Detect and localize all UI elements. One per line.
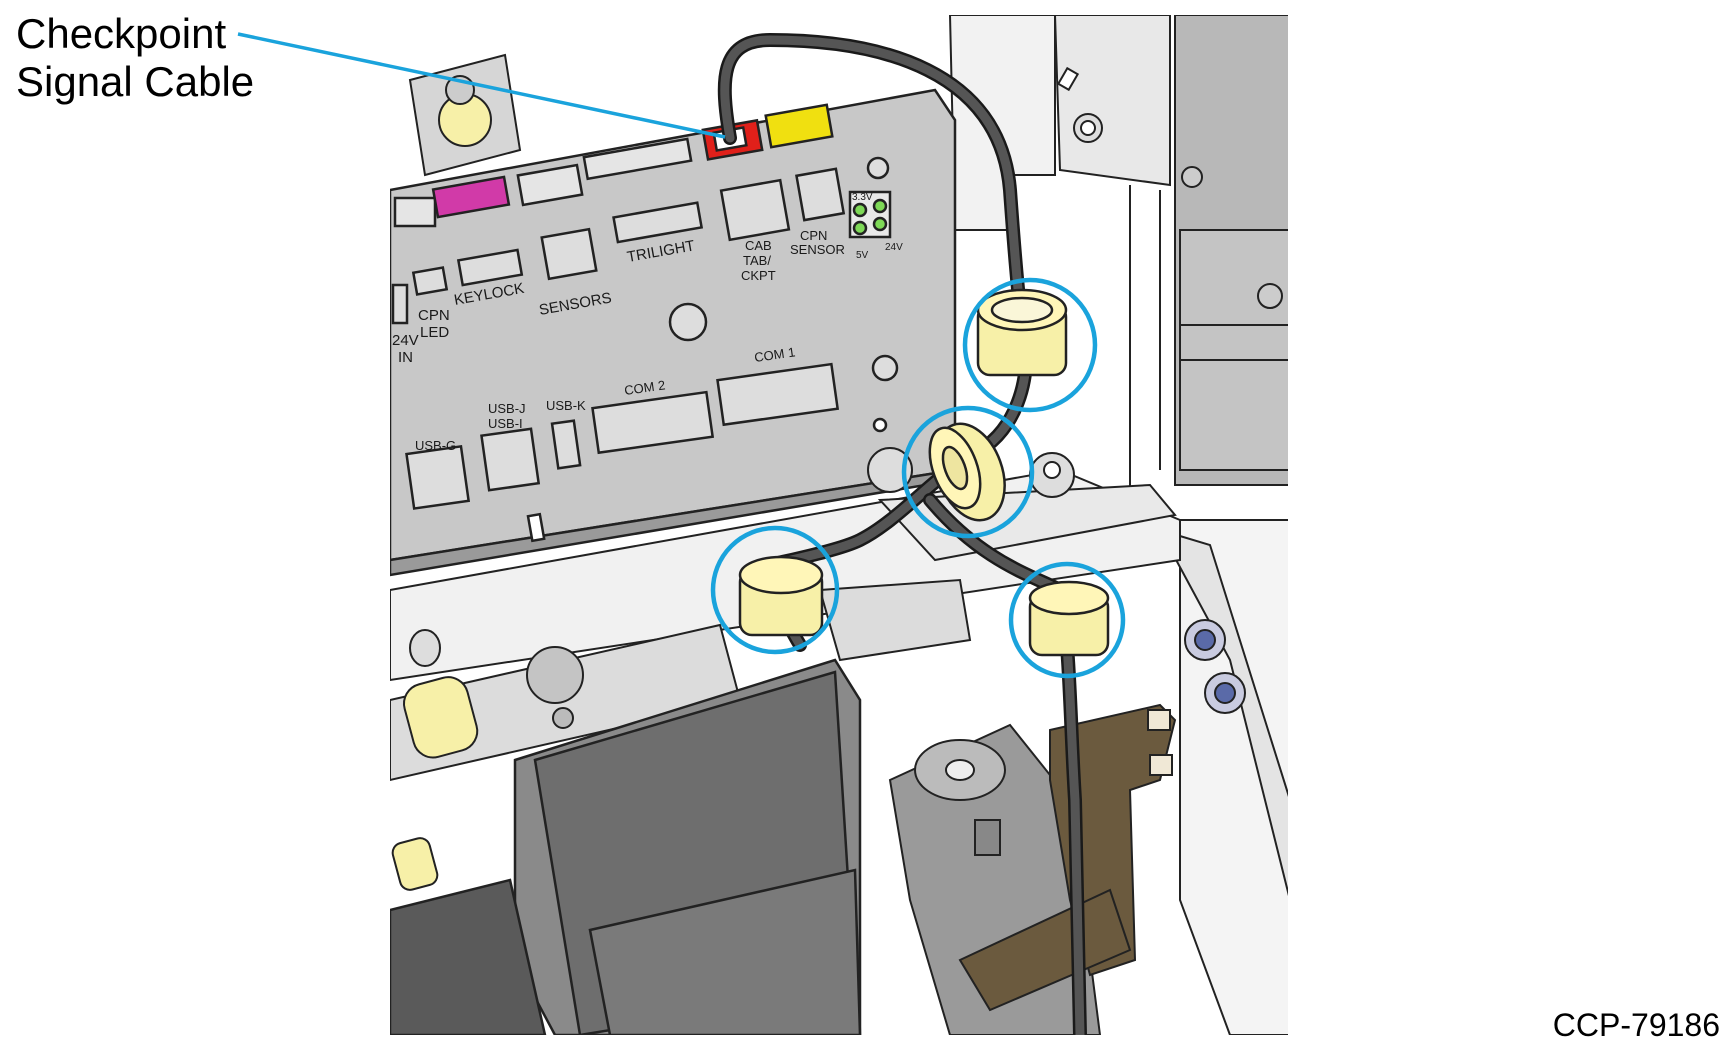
label-24v-bottom: IN (398, 349, 413, 366)
label-cpn-sensor-top: CPN (800, 228, 827, 243)
perforated-plate (390, 578, 972, 782)
io-panel (390, 88, 957, 577)
highlight-circle-4 (1008, 561, 1126, 679)
callout-line-1: Checkpoint (16, 10, 227, 57)
storage-bin (390, 658, 862, 1035)
label-usb-i: USB-I (488, 416, 523, 431)
callout-leader-line (237, 32, 726, 139)
label-24v-top: 24V (392, 332, 419, 349)
panel-labels: 24V IN CPN LED KEYLOCK SENSORS TRILIGHT … (392, 192, 903, 453)
mounting-tab (408, 53, 522, 177)
label-tab: TAB/ (743, 253, 771, 268)
label-cpn-sensor-bottom: SENSOR (790, 242, 845, 257)
ferrite-small (391, 629, 479, 891)
highlight-circle-1 (962, 277, 1098, 413)
illustration: 24V IN CPN LED KEYLOCK SENSORS TRILIGHT … (390, 15, 1288, 1035)
label-5v: 5V (856, 250, 869, 261)
label-usb-j: USB-J (488, 401, 526, 416)
highlight-circles (710, 277, 1126, 679)
highlight-circle-3 (710, 525, 840, 655)
ferrite-bead-1 (976, 288, 1068, 377)
label-ckpt: CKPT (741, 268, 776, 283)
ferrite-bead-2 (928, 422, 1006, 522)
label-com1: COM 1 (753, 344, 796, 365)
label-cab: CAB (745, 238, 772, 253)
ferrite-beads (738, 288, 1110, 657)
label-cpn-led-top: CPN (418, 307, 450, 324)
document-id: CCP-79186 (1552, 1007, 1720, 1043)
callout-label: Checkpoint Signal Cable (16, 10, 254, 106)
cabinet-frame-lower-right (1157, 519, 1288, 1035)
label-24v-led: 24V (885, 242, 903, 253)
label-usb-k: USB-K (546, 398, 586, 413)
label-usb-g: USB-G (415, 438, 456, 453)
label-cpn-led-bottom: LED (420, 324, 449, 341)
checkpoint-device (888, 703, 1177, 1035)
ferrite-bead-3 (738, 555, 824, 637)
ferrite-bead-4 (1028, 580, 1110, 657)
cabinet-frame-right (948, 15, 1288, 500)
highlight-circle-2 (901, 405, 1035, 539)
callout-line-2: Signal Cable (16, 58, 255, 105)
label-com2: COM 2 (623, 377, 666, 398)
label-3-3v: 3.3V (852, 192, 873, 203)
